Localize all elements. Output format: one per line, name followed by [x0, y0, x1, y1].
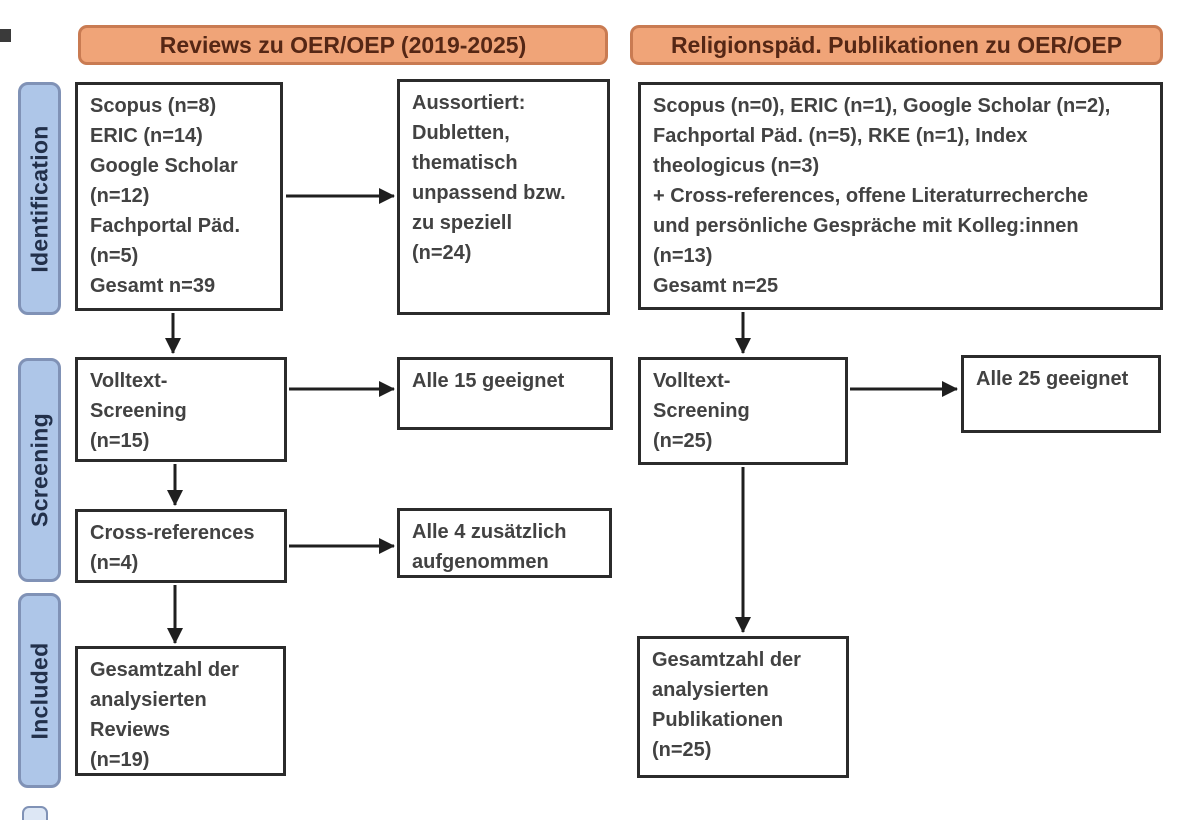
edge-artifact-square [0, 29, 11, 42]
stage-label-screening-text: Screening [26, 413, 52, 527]
box-left-sources: Scopus (n=8) ERIC (n=14) Google Scholar … [75, 82, 283, 311]
box-left-crossreferences: Cross-references (n=4) [75, 509, 287, 583]
box-left-crossref-result: Alle 4 zusätzlich aufgenommen [397, 508, 612, 578]
edge-artifact-fragment [22, 806, 48, 820]
column-header-reviews: Reviews zu OER/OEP (2019-2025) [78, 25, 608, 65]
box-right-fulltext-screening: Volltext- Screening (n=25) [638, 357, 848, 465]
stage-label-included: Included [18, 593, 61, 788]
box-right-sources: Scopus (n=0), ERIC (n=1), Google Scholar… [638, 82, 1163, 310]
box-right-fulltext-result: Alle 25 geeignet [961, 355, 1161, 433]
stage-label-screening: Screening [18, 358, 61, 582]
box-left-excluded: Aussortiert: Dubletten, thematisch unpas… [397, 79, 610, 315]
box-left-included-total: Gesamtzahl der analysierten Reviews (n=1… [75, 646, 286, 776]
box-right-included-total: Gesamtzahl der analysierten Publikatione… [637, 636, 849, 778]
stage-label-identification-text: Identification [26, 124, 52, 273]
column-header-religionspaed: Religionspäd. Publikationen zu OER/OEP [630, 25, 1163, 65]
box-left-fulltext-screening: Volltext- Screening (n=15) [75, 357, 287, 462]
stage-label-included-text: Included [26, 642, 52, 739]
stage-label-identification: Identification [18, 82, 61, 315]
box-left-fulltext-result: Alle 15 geeignet [397, 357, 613, 430]
